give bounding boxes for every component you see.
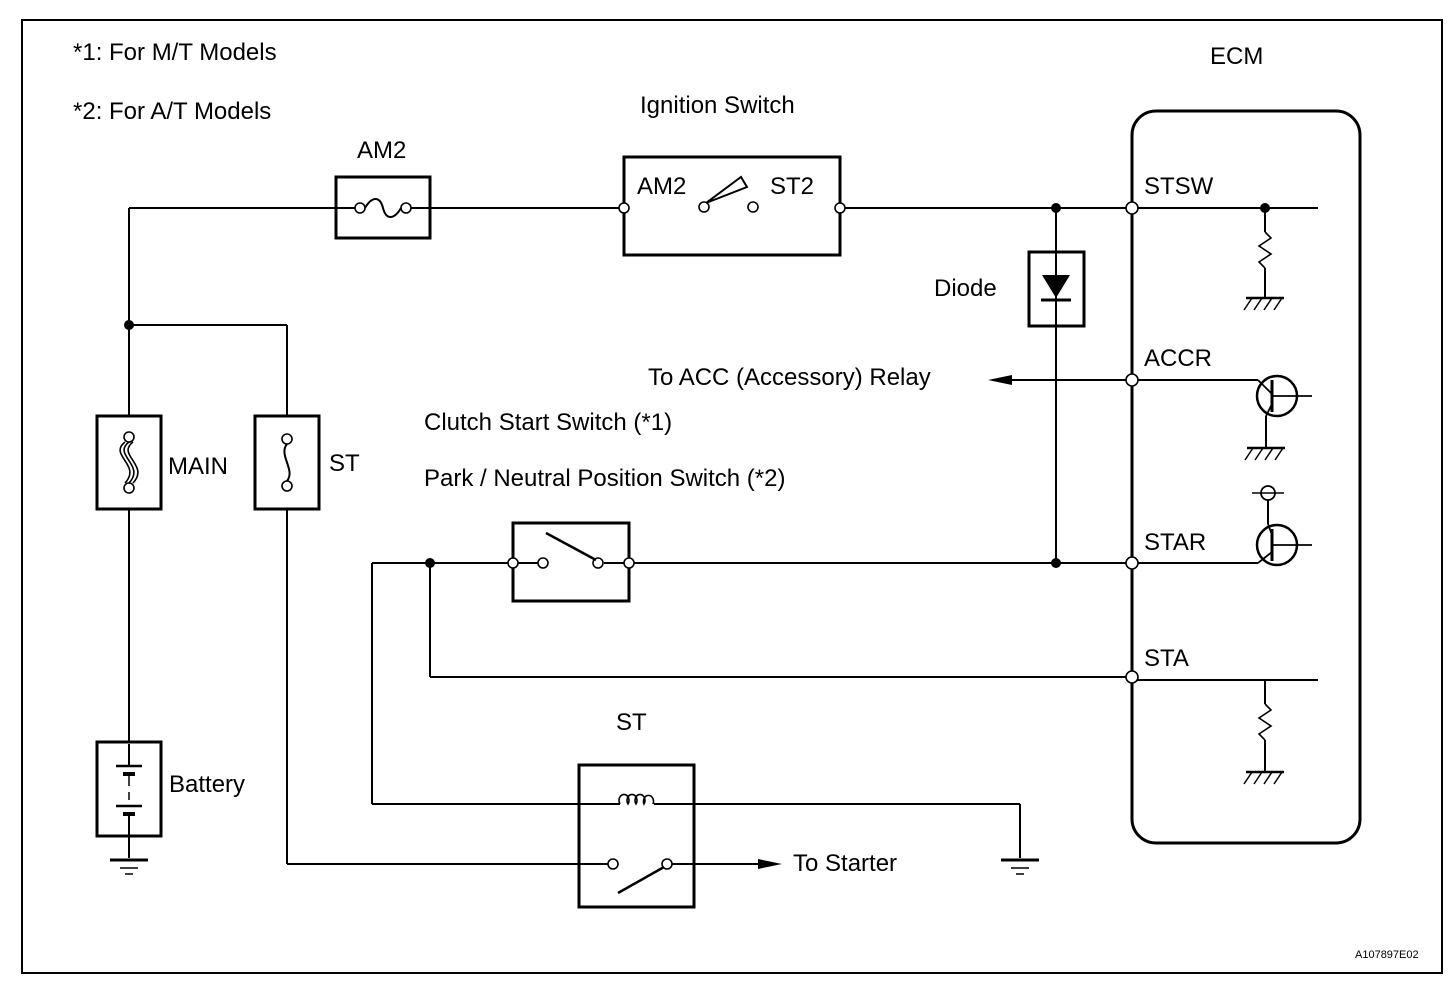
ecm: ECM STSW ACCR (1125, 43, 1362, 845)
ground-icon (1001, 858, 1039, 875)
note-at-models: *2: For A/T Models (73, 98, 271, 125)
ecm-sta-label: STA (1144, 645, 1189, 672)
pnp-switch-label: Park / Neutral Position Switch (*2) (424, 465, 785, 492)
st-fuse: ST (253, 414, 360, 511)
to-starter-output: To Starter (758, 850, 897, 877)
transistor-icon (1244, 374, 1312, 461)
note-mt-models: *1: For M/T Models (73, 39, 277, 66)
transistor-icon (1252, 485, 1312, 567)
acc-relay-output: To ACC (Accessory) Relay (648, 364, 1012, 391)
clutch-start-switch-label: Clutch Start Switch (*1) (424, 409, 672, 436)
ignition-contact-icon (705, 175, 749, 204)
switch-contact-icon (545, 531, 597, 562)
ground-icon (110, 858, 148, 875)
fuse-element-icon (283, 443, 291, 482)
diode-symbol-icon (1042, 275, 1070, 298)
main-fuse-label: MAIN (168, 453, 228, 480)
st-relay-label: ST (616, 709, 647, 736)
ecm-star-label: STAR (1144, 529, 1206, 556)
fusible-link-icon (119, 441, 139, 484)
relay-contact-icon (617, 865, 665, 895)
to-acc-relay-label: To ACC (Accessory) Relay (648, 364, 931, 391)
ecm-label: ECM (1210, 43, 1263, 70)
am2-fuse: AM2 (334, 137, 432, 240)
fuse-element-icon (364, 198, 402, 218)
ecm-accr-label: ACCR (1144, 345, 1212, 372)
diode: Diode (934, 250, 1086, 328)
arrow-right-icon (758, 859, 782, 869)
arrow-left-icon (988, 375, 1012, 385)
st-fuse-label: ST (329, 450, 360, 477)
clutch-start-switch: Clutch Start Switch (*1) Park / Neutral … (424, 409, 785, 603)
ignition-switch-label: Ignition Switch (640, 92, 795, 119)
pulldown-resistor-icon (1243, 208, 1284, 311)
battery: Battery (95, 740, 245, 838)
battery-label: Battery (169, 771, 245, 798)
ignition-st2-terminal-label: ST2 (770, 173, 814, 200)
am2-fuse-label: AM2 (357, 137, 406, 164)
diagram-frame (21, 19, 1443, 974)
wires (128, 207, 1132, 865)
ignition-switch: Ignition Switch AM2 ST2 (618, 92, 846, 257)
st-relay: ST (577, 709, 696, 909)
to-starter-label: To Starter (793, 850, 897, 877)
ignition-am2-terminal-label: AM2 (637, 173, 686, 200)
relay-coil-icon (618, 793, 655, 806)
pulldown-resistor-icon (1243, 680, 1284, 785)
figure-code: A107897E02 (1355, 949, 1419, 961)
diode-label: Diode (934, 275, 997, 302)
ecm-stsw-label: STSW (1144, 173, 1214, 200)
main-fuse: MAIN (95, 414, 228, 511)
